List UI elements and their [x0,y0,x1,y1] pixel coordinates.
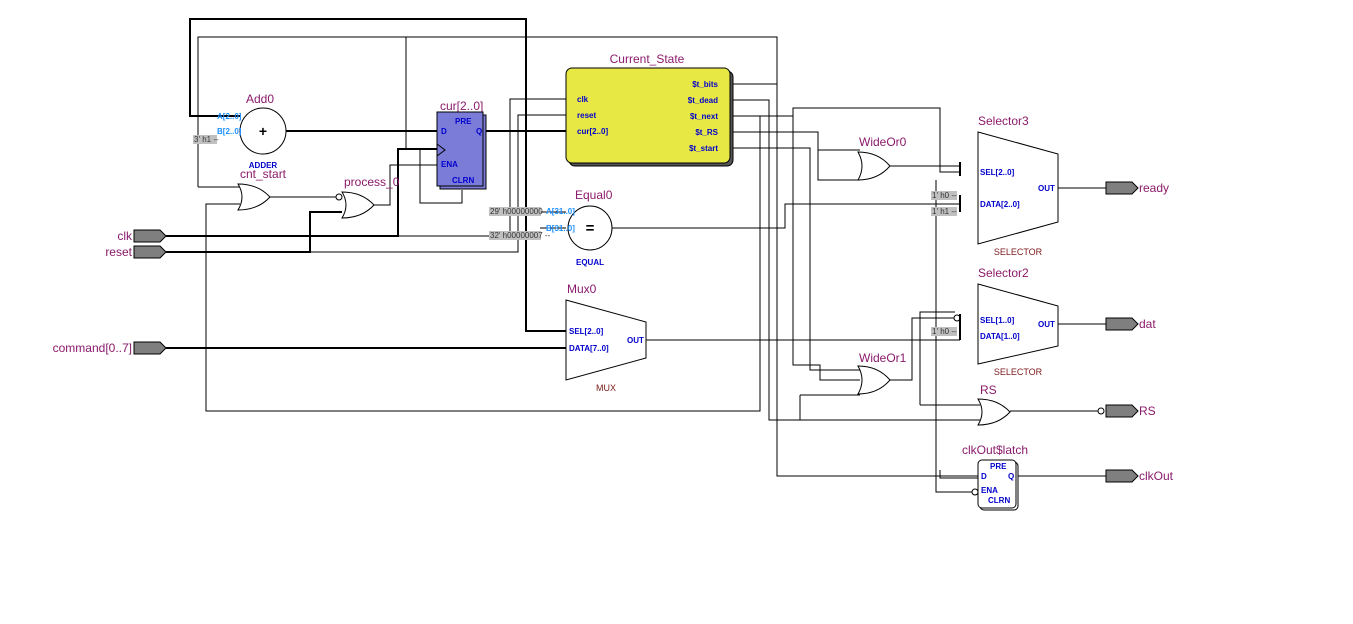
or-gate-process-0: process_0 [335,175,400,219]
port-label: DATA[7..0] [569,344,609,353]
port-label: OUT [1038,320,1055,329]
constant-label: 1' h0 -- [932,191,957,200]
output-pin-label: RS [1139,404,1156,418]
port-label: SEL[2..0] [569,327,604,336]
block-label: cnt_start [240,167,287,181]
block-type: EQUAL [576,258,604,267]
adder-add0: Add0 + A[2..0] B[2..0] 3' h1 -- ADDER [193,92,287,170]
port-label: Q [1008,472,1014,481]
selector-selector2: Selector2 SEL[1..0] DATA[1..0] OUT 1' h0… [931,266,1059,377]
port-label: D [441,127,447,136]
block-label: WideOr1 [859,351,907,365]
port-label: $t_start [689,144,718,153]
latch-clkout: clkOut$latch PRE D Q ENA CLRN [962,443,1028,511]
port-label: A[2..0] [217,112,242,121]
constant-label: 1' h0 -- [932,327,957,336]
port-label: ENA [981,486,998,495]
constant-label: 3' h1 -- [194,135,219,144]
port-label: B[31..0] [546,224,575,233]
output-pin-dat: dat [1105,317,1156,331]
block-label: Mux0 [567,282,597,296]
port-label: DATA[1..0] [980,332,1020,341]
adder-symbol: + [259,123,267,139]
output-pin-rs: RS [1097,404,1156,418]
or-gate-wideor0: WideOr0 [857,135,907,181]
port-label: PRE [455,117,472,126]
port-label: $t_bits [692,80,718,89]
mux-mux0: Mux0 SEL[2..0] DATA[7..0] OUT MUX [565,282,647,393]
selector-selector3: Selector3 SEL[2..0] DATA[2..0] OUT 1' h0… [931,114,1059,257]
input-pin-reset: reset [105,245,167,259]
port-label: OUT [1038,184,1055,193]
constant-label: 32' h00000007 -- [490,231,551,240]
port-label: $t_dead [688,96,718,105]
output-pin-label: clkOut [1139,469,1174,483]
block-label: WideOr0 [859,135,907,149]
block-type: MUX [596,383,616,393]
port-label: CLRN [988,496,1010,505]
port-label: OUT [627,336,644,345]
block-type: SELECTOR [994,367,1043,377]
block-label: RS [980,383,997,397]
block-label: process_0 [344,175,400,189]
or-gate-wideor1: WideOr1 [857,351,907,395]
constant-label: 1' h1 -- [932,207,957,216]
port-label: clk [577,95,589,104]
equal-symbol: = [586,220,595,237]
state-machine-current-state: Current_State clk reset cur[2..0] $t_bit… [565,52,734,167]
constant-label: 29' h00000000 -- [490,207,551,216]
port-label: B[2..0] [217,127,242,136]
block-label: Current_State [610,52,685,66]
port-label: $t_RS [695,128,718,137]
port-label: SEL[1..0] [980,316,1015,325]
or-gate-rs: RS [977,383,1011,426]
block-label: Selector2 [978,266,1029,280]
input-pin-label: clk [117,229,133,243]
port-label: CLRN [452,176,474,185]
port-label: ENA [441,160,458,169]
port-label: cur[2..0] [577,127,608,136]
output-pin-ready: ready [1105,181,1169,195]
comparator-equal0: Equal0 = A[31..0] B[31..0] 29' h00000000… [489,188,613,267]
wires [166,18,1106,493]
input-pin-clk: clk [117,229,167,243]
port-label: DATA[2..0] [980,200,1020,209]
flipflop-cur: cur[2..0] PRE D Q ENA CLRN [436,99,487,190]
output-pin-clkout: clkOut [1105,469,1174,483]
block-label: Add0 [246,92,274,106]
block-type: SELECTOR [994,247,1043,257]
input-pin-label: reset [105,245,132,259]
block-type: ADDER [249,161,278,170]
input-pin-command: command[0..7] [53,341,167,355]
port-label: SEL[2..0] [980,168,1015,177]
or-gate-cnt-start: cnt_start [237,167,287,211]
port-label: PRE [990,462,1007,471]
block-label: cur[2..0] [440,99,483,113]
port-label: $t_next [690,112,718,121]
port-label: reset [577,111,596,120]
port-label: A[31..0] [546,207,575,216]
port-label: Q [476,127,482,136]
output-pin-label: ready [1139,181,1169,195]
port-label: D [981,472,987,481]
block-label: Equal0 [575,188,613,202]
block-label: Selector3 [978,114,1029,128]
block-label: clkOut$latch [962,443,1028,457]
output-pin-label: dat [1139,317,1156,331]
input-pin-label: command[0..7] [53,341,132,355]
